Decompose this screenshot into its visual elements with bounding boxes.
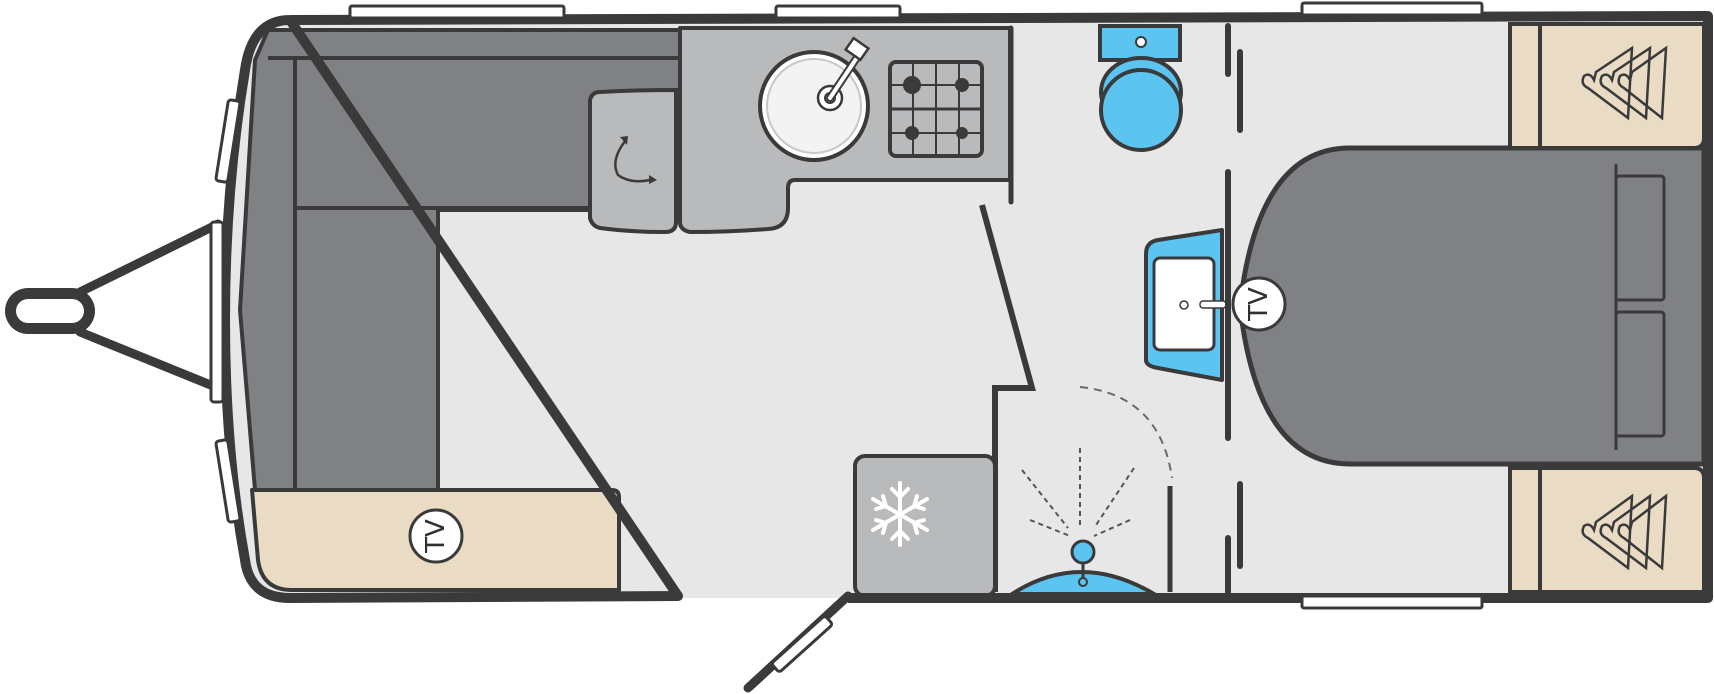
window-top-washroom	[1300, 1, 1484, 17]
wardrobe-top	[1508, 22, 1706, 150]
fridge	[853, 454, 997, 598]
snowflake-icon	[871, 481, 929, 547]
swivel-table	[588, 87, 678, 235]
bedroom-partition	[1225, 23, 1243, 595]
window-top-front	[348, 4, 566, 20]
rotate-arrow-icon	[614, 136, 657, 184]
tow-hitch	[5, 219, 223, 393]
gas-hob	[888, 60, 984, 158]
window-front-3	[214, 438, 242, 524]
tv-label-front: TV	[421, 519, 451, 554]
pillow-top	[1614, 174, 1666, 302]
island-bed	[1237, 145, 1707, 467]
shower-door-swing	[1079, 386, 1173, 479]
tv-label-bedroom: TV	[1244, 287, 1274, 322]
window-bottom-bedroom	[1300, 594, 1484, 610]
coat-hanger-icon	[1581, 493, 1668, 571]
wardrobe-bottom	[1508, 466, 1706, 594]
window-front-1	[214, 98, 242, 184]
shower-spray-icon	[1021, 448, 1135, 537]
window-top-kitchen	[774, 4, 902, 20]
shower	[1005, 386, 1173, 596]
kitchen-sink	[758, 36, 871, 162]
windows	[209, 1, 1484, 610]
kitchen-counter	[678, 26, 1012, 234]
washbasin	[1144, 228, 1227, 382]
entrance-door	[743, 591, 853, 693]
tv-badge-front: TV	[408, 508, 464, 564]
tv-badge-bedroom: TV	[1231, 276, 1287, 332]
mixer-tap-icon	[826, 36, 871, 102]
front-tv-cabinet: TV	[250, 488, 621, 592]
pillow-bottom	[1614, 310, 1666, 438]
window-front-2	[209, 220, 225, 404]
coat-hanger-icon	[1581, 45, 1668, 121]
toilet	[1098, 24, 1183, 152]
caravan-outer-wall	[220, 11, 1713, 603]
